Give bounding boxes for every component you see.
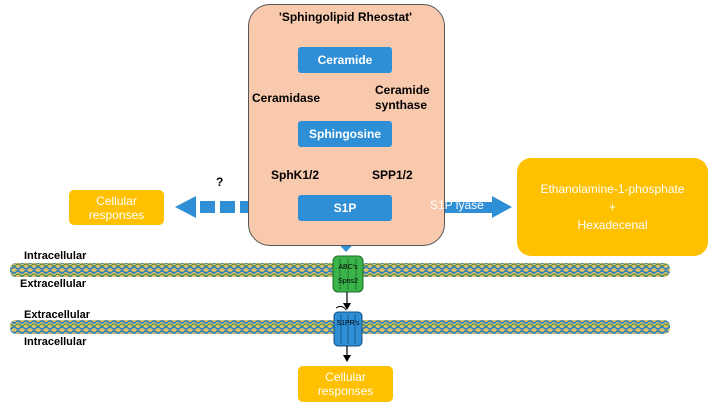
- ceramide-synthase-label-line2: synthase: [375, 98, 428, 112]
- cellular-responses-left-line1: Cellular: [96, 193, 137, 208]
- spp-label: SPP1/2: [372, 168, 413, 182]
- cellular-responses-bottom-line2: responses: [317, 384, 374, 398]
- s1p-lyase-label: S1P lyase: [430, 198, 484, 212]
- receptor-to-responses-arrow: [343, 346, 351, 362]
- lyase-product-1: Ethanolamine-1-phosphate: [540, 182, 685, 196]
- abc-spns2-transporter: [332, 255, 364, 293]
- transporter-to-receptor-arrow: [343, 292, 351, 310]
- lower-membrane-intracellular-label: Intracellular: [24, 336, 87, 348]
- cellular-responses-bottom: Cellular responses: [298, 366, 393, 402]
- sphingosine-node: Sphingosine: [298, 121, 392, 147]
- upper-membrane-intracellular-label: Intracellular: [24, 250, 87, 262]
- lyase-products-box: Ethanolamine-1-phosphate + Hexadecenal: [517, 158, 708, 256]
- ceramide-node: Ceramide: [298, 47, 392, 73]
- lower-membrane-extracellular-label: Extracellular: [24, 309, 91, 321]
- s1p-node: S1P: [298, 195, 392, 221]
- transporter-label-line2: Spns2: [338, 278, 358, 285]
- cellular-responses-bottom-line1: Cellular: [325, 370, 366, 384]
- cellular-responses-left: Cellular responses: [69, 190, 164, 225]
- ceramidase-label: Ceramidase: [252, 91, 321, 105]
- upper-membrane-extracellular-label: Extracellular: [20, 278, 87, 290]
- unknown-pathway-question-mark: ?: [216, 175, 224, 189]
- lyase-product-plus: +: [608, 200, 616, 214]
- receptor-label: S1PR's: [336, 320, 360, 327]
- sphk-label: SphK1/2: [271, 168, 320, 182]
- s1p-lyase-arrow: [400, 196, 512, 218]
- s1pr-receptor: [333, 305, 363, 347]
- transporter-label-line1: ABC's: [338, 264, 358, 271]
- lyase-product-2: Hexadecenal: [577, 218, 648, 232]
- cellular-responses-left-line2: responses: [88, 207, 145, 222]
- ceramide-synthase-label-line1: Ceramide: [375, 83, 430, 97]
- rheostat-title: 'Sphingolipid Rheostat': [278, 10, 413, 24]
